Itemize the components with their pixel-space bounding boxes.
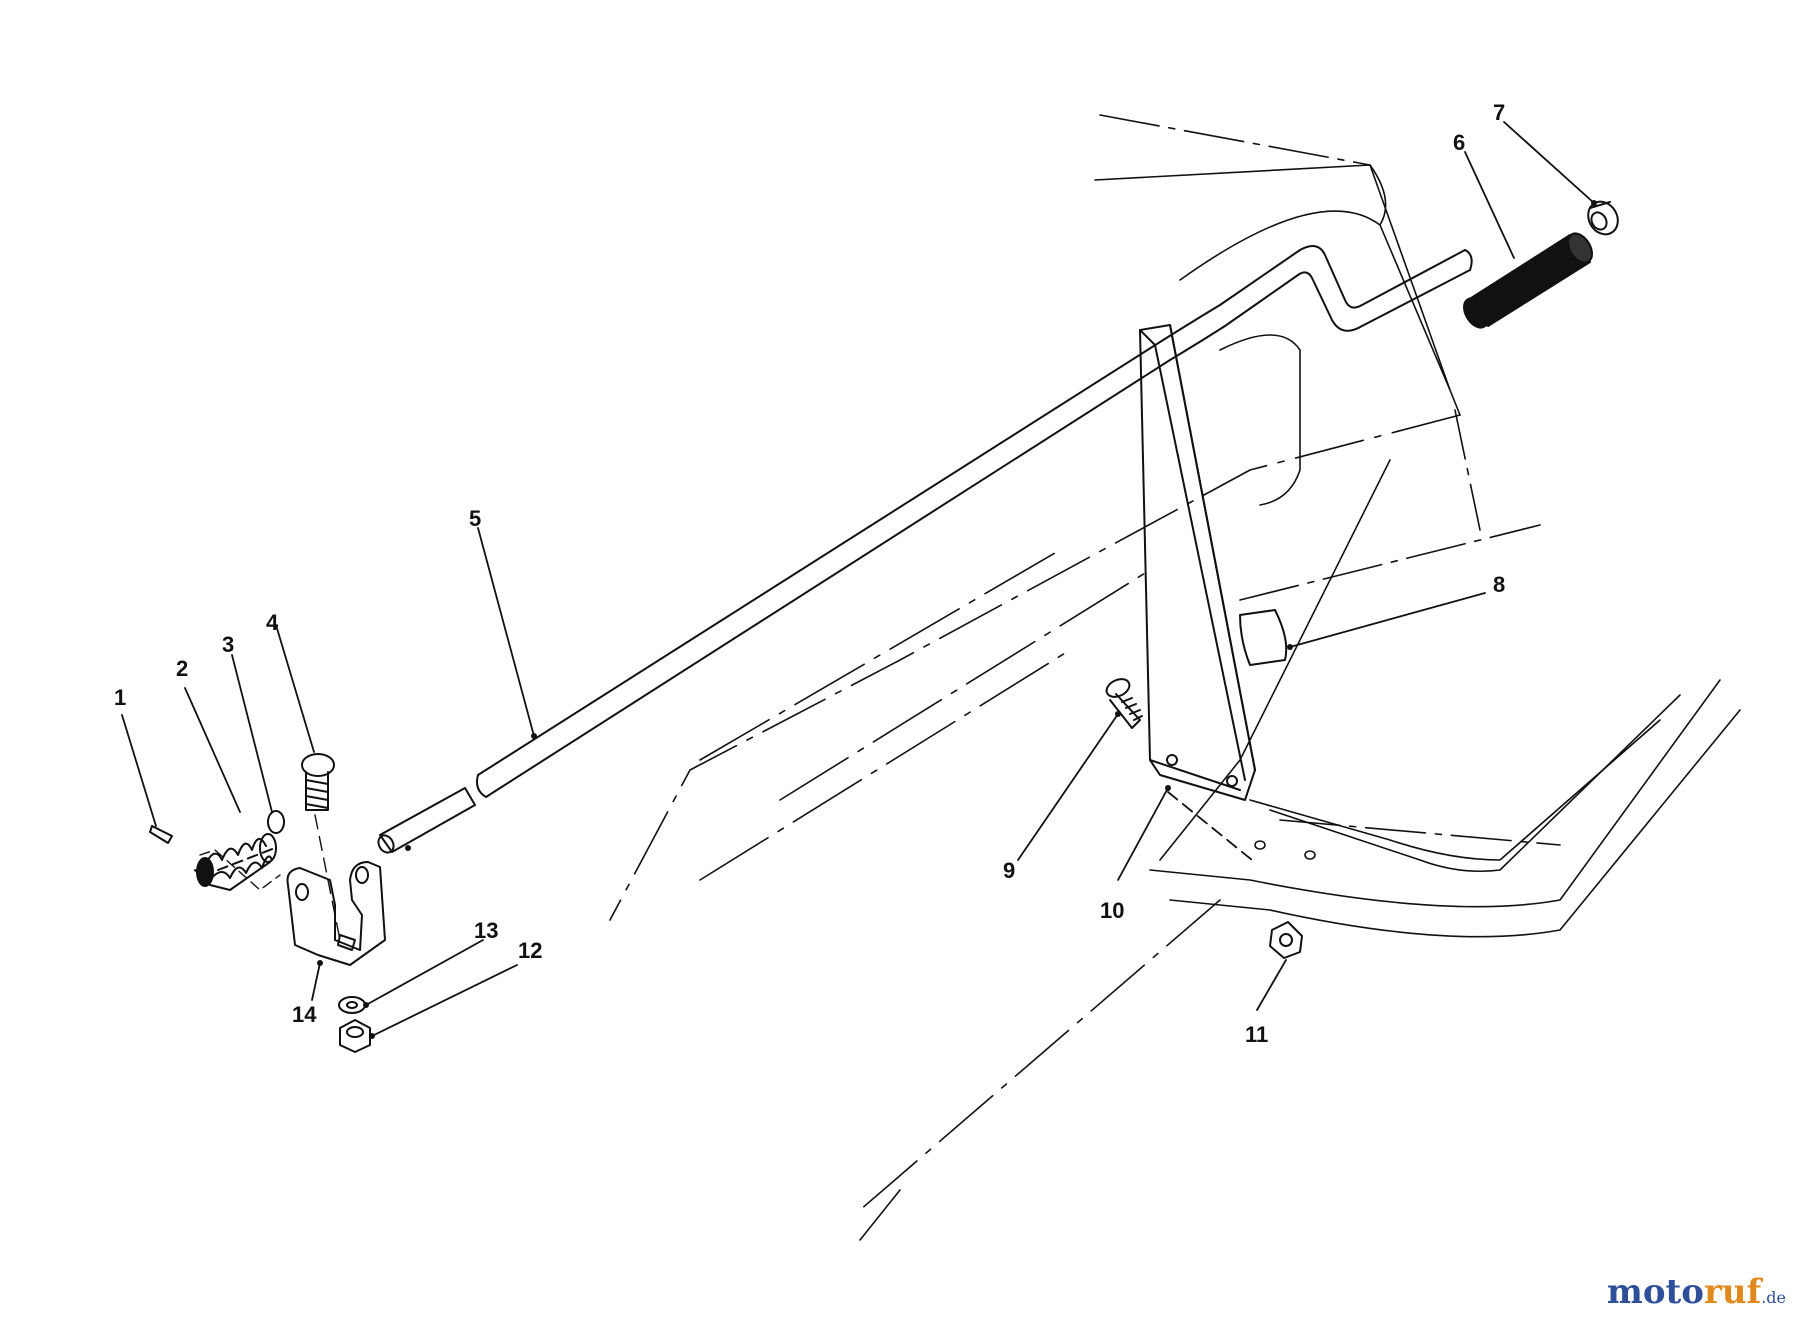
callout-1: 1 — [114, 685, 126, 710]
washer — [267, 810, 285, 834]
bolt — [1105, 678, 1143, 729]
locknut — [339, 1019, 371, 1053]
end-cap — [1587, 200, 1619, 236]
callout-13: 13 — [474, 918, 498, 943]
callout-11: 11 — [1245, 1022, 1268, 1047]
callout-3: 3 — [222, 632, 234, 657]
leader-lines — [121, 121, 1595, 1037]
deck-outline — [609, 114, 1741, 1241]
callout-14: 14 — [292, 1002, 317, 1027]
callout-12: 12 — [518, 938, 542, 963]
spring — [194, 833, 277, 891]
watermark-logo: motoruf.de — [1607, 1272, 1786, 1312]
carriage-bolt — [301, 753, 341, 941]
callout-6: 6 — [1453, 130, 1465, 155]
watermark-tld: .de — [1761, 1288, 1786, 1307]
callout-8: 8 — [1493, 572, 1505, 597]
handle-rod — [377, 245, 1473, 854]
watermark-accent: ruf — [1703, 1272, 1762, 1312]
clevis-bracket — [217, 847, 386, 966]
callout-labels: 1 2 3 4 5 6 7 8 9 10 11 12 13 14 — [114, 100, 1505, 1047]
lock-washer — [338, 996, 366, 1014]
callout-2: 2 — [176, 656, 188, 681]
leader-dots — [317, 200, 1597, 1039]
watermark-main: moto — [1606, 1272, 1704, 1312]
grip — [1463, 232, 1593, 329]
callout-9: 9 — [1003, 858, 1015, 883]
callout-7: 7 — [1493, 100, 1505, 125]
callout-10: 10 — [1100, 898, 1124, 923]
cotter-pin — [149, 825, 281, 891]
callout-4: 4 — [266, 610, 279, 635]
callout-5: 5 — [469, 506, 481, 531]
decal — [1239, 609, 1288, 666]
nut — [1269, 921, 1303, 959]
support-bracket — [1139, 324, 1256, 801]
